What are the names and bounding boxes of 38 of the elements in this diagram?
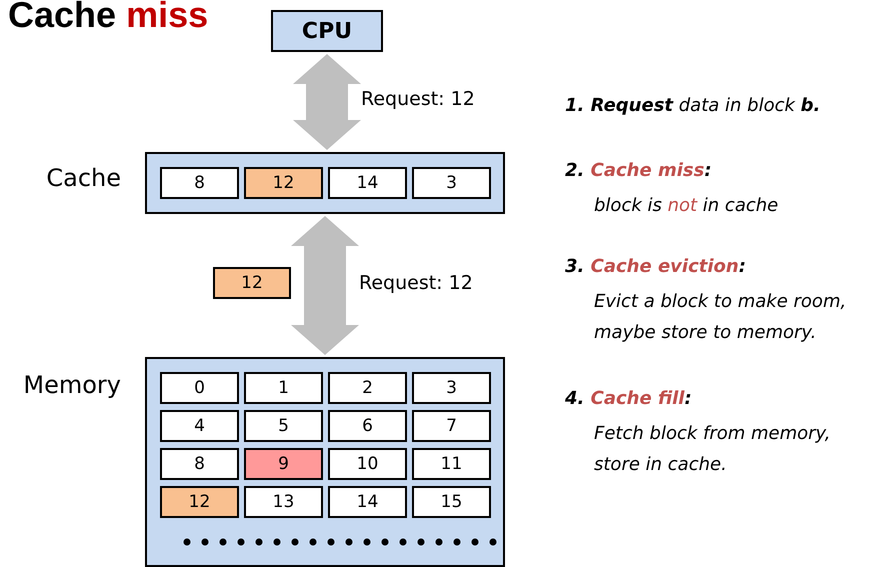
- step-description: block is not in cache: [594, 194, 780, 218]
- double-arrow: [293, 54, 361, 150]
- block-cell: 9: [244, 448, 323, 480]
- step-heading: 2. Cache miss:: [565, 160, 712, 181]
- block-cell: 8: [160, 167, 239, 199]
- block-cell: 4: [160, 410, 239, 442]
- block-cell: 12: [160, 486, 239, 518]
- block-cell: 11: [412, 448, 491, 480]
- step-description: Fetch block from memory, store in cache.: [594, 422, 832, 477]
- title: Cache miss: [8, 0, 208, 36]
- block-cell: 3: [412, 372, 491, 404]
- block-cell: 1: [244, 372, 323, 404]
- block-cell: 7: [412, 410, 491, 442]
- block-cell: 12: [213, 267, 291, 299]
- edge-label: Request: 12: [359, 272, 473, 294]
- block-cell: 14: [328, 486, 407, 518]
- component-label: Cache: [46, 164, 121, 192]
- block-cell: 2: [328, 372, 407, 404]
- block-cell: 10: [328, 448, 407, 480]
- step-heading: 4. Cache fill:: [565, 388, 692, 409]
- edge-label: Request: 12: [361, 88, 475, 110]
- cache-block: [145, 152, 505, 214]
- block-cell: 6: [328, 410, 407, 442]
- step-note: 1. Request data in block b.: [565, 95, 820, 116]
- memory-block: [145, 357, 505, 567]
- component-label: Memory: [23, 371, 121, 399]
- cpu-box: CPU: [271, 10, 383, 52]
- block-cell: 12: [244, 167, 323, 199]
- step-heading: 3. Cache eviction:: [565, 256, 746, 277]
- block-cell: 13: [244, 486, 323, 518]
- block-cell: 5: [244, 410, 323, 442]
- block-cell: 14: [328, 167, 407, 199]
- double-arrow: [291, 216, 359, 355]
- step-description: Evict a block to make room, maybe store to memory.: [594, 290, 848, 345]
- block-cell: 15: [412, 486, 491, 518]
- block-cell: 0: [160, 372, 239, 404]
- block-cell: 3: [412, 167, 491, 199]
- block-cell: 8: [160, 448, 239, 480]
